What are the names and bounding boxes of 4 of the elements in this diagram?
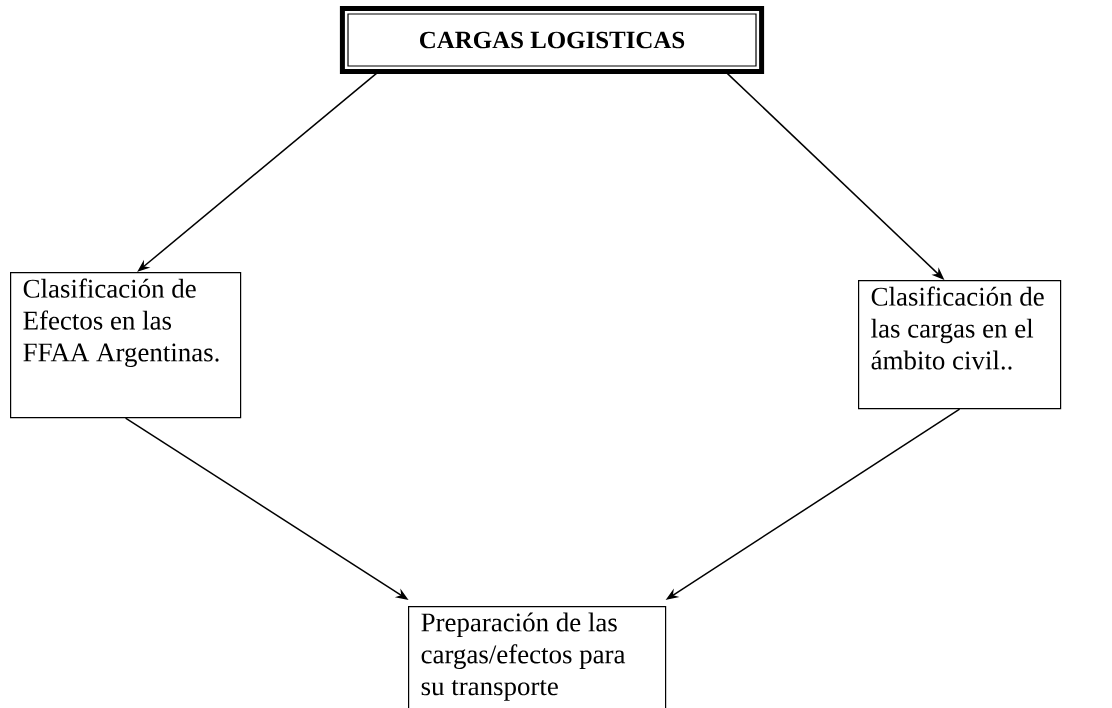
process-box: Clasificación de Efectos en las FFAA Argentinas.: [10, 272, 242, 419]
process-box: Clasificación de las cargas en el ámbito civil..: [858, 280, 1062, 410]
process-box: Preparación de las cargas/efectos para su transporte: [408, 606, 667, 708]
title-box: CARGAS LOGISTICAS: [339, 5, 765, 75]
